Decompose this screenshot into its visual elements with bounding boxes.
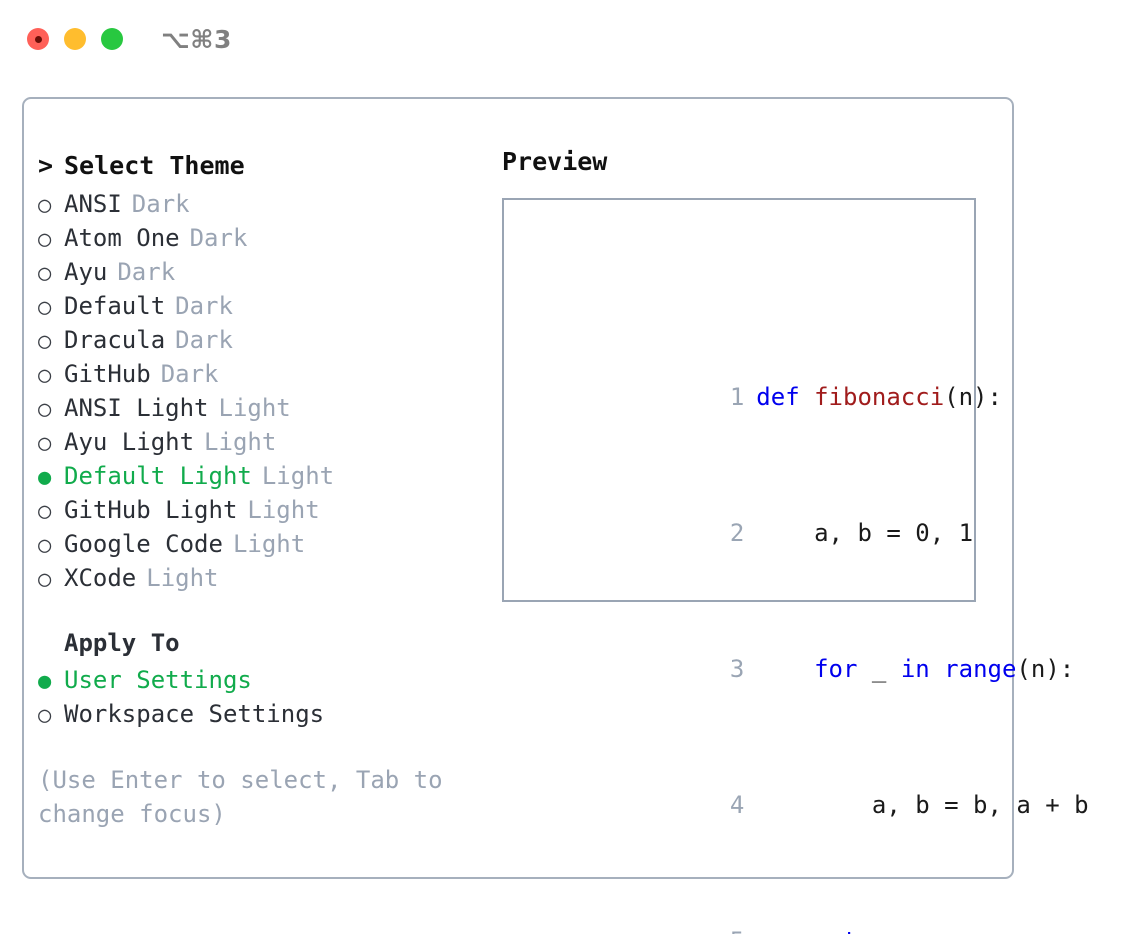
radio-icon[interactable]: ○ <box>38 431 52 456</box>
line-number: 5 <box>718 924 744 934</box>
theme-item-default-dark[interactable]: ○ Default Dark <box>38 291 488 325</box>
theme-name: Default <box>64 292 166 320</box>
code-token: range <box>944 655 1017 683</box>
code-token <box>756 655 814 683</box>
theme-name: Ayu <box>64 258 108 286</box>
panel-columns: > Select Theme ○ ANSI Dark ○ Atom One Da… <box>24 99 1089 934</box>
code-token <box>930 655 944 683</box>
radio-icon[interactable]: ○ <box>38 533 52 558</box>
apply-to-item-workspace-settings[interactable]: ○ Workspace Settings <box>38 699 488 733</box>
theme-tag: Light <box>146 564 219 592</box>
code-token <box>756 927 814 934</box>
code-token: (n): <box>1016 655 1075 683</box>
code-token: (n): <box>944 383 1002 411</box>
code-token: a, b = 0, 1 <box>756 519 974 547</box>
theme-tag: Dark <box>160 360 219 388</box>
radio-icon[interactable]: ○ <box>38 567 52 592</box>
close-window-icon[interactable] <box>27 28 49 50</box>
theme-name: Default Light <box>64 462 252 490</box>
code-line: 3 for _ in range(n): <box>516 618 1118 683</box>
line-number: 1 <box>729 383 745 411</box>
theme-name: XCode <box>64 564 137 592</box>
theme-item-ayu-light[interactable]: ○ Ayu Light Light <box>38 427 488 461</box>
theme-name: GitHub Light <box>64 496 238 524</box>
theme-tag: Light <box>218 394 291 422</box>
code-line: 4 a, b = b, a + b <box>516 754 1118 819</box>
code-token: for <box>814 655 858 683</box>
theme-name: Ayu Light <box>64 428 195 456</box>
keyboard-shortcut-label: ⌥⌘3 <box>161 24 232 54</box>
theme-item-atom-one-dark[interactable]: ○ Atom One Dark <box>38 223 488 257</box>
radio-icon[interactable]: ○ <box>38 227 52 252</box>
code-token: fibonacci <box>814 383 945 411</box>
radio-selected-icon[interactable]: ● <box>38 669 52 694</box>
theme-name: ANSI <box>64 190 122 218</box>
caret-icon: > <box>38 151 54 180</box>
minimize-window-icon[interactable] <box>64 28 86 50</box>
code-token: in <box>900 655 930 683</box>
theme-tag: Light <box>232 530 306 558</box>
preview-heading: Preview <box>502 147 608 176</box>
theme-tag: Light <box>247 496 320 524</box>
theme-tag: Dark <box>189 224 248 252</box>
theme-item-xcode[interactable]: ○ XCode Light <box>38 563 488 597</box>
code-token: a <box>901 927 929 934</box>
radio-icon[interactable]: ○ <box>38 499 52 524</box>
keyboard-hint-text: (Use Enter to select, Tab to change focu… <box>38 766 458 828</box>
apply-to-name: User Settings <box>64 666 252 694</box>
select-theme-heading-label: Select Theme <box>64 151 245 180</box>
theme-tag: Dark <box>131 190 190 218</box>
theme-tag: Dark <box>117 258 176 286</box>
select-theme-heading: > Select Theme <box>38 151 488 189</box>
code-token: return <box>814 927 901 934</box>
title-bar: ⌥⌘3 <box>0 0 1140 78</box>
maximize-window-icon[interactable] <box>101 28 123 50</box>
radio-icon[interactable]: ○ <box>38 261 52 286</box>
theme-name: Atom One <box>64 224 180 252</box>
theme-selector-column: > Select Theme ○ ANSI Dark ○ Atom One Da… <box>38 151 488 831</box>
theme-name: ANSI Light <box>64 394 209 422</box>
theme-tag: Dark <box>175 326 233 354</box>
theme-name: Google Code <box>64 530 223 558</box>
line-number: 2 <box>729 519 745 547</box>
theme-tag: Dark <box>175 292 233 320</box>
theme-item-google-code[interactable]: ○ Google Code Light <box>38 529 488 563</box>
apply-to-item-user-settings[interactable]: ● User Settings <box>38 665 488 699</box>
line-number: 3 <box>729 655 745 683</box>
theme-item-default-light[interactable]: ● Default Light Light <box>38 461 488 495</box>
code-token: _ <box>857 655 901 683</box>
theme-item-github-light[interactable]: ○ GitHub Light Light <box>38 495 488 529</box>
apply-to-heading: Apply To <box>64 629 180 657</box>
theme-item-github-dark[interactable]: ○ GitHub Dark <box>38 359 488 393</box>
code-line: 1 def fibonacci(n): <box>516 346 1118 411</box>
code-token: a, b = b, a + b <box>756 791 1089 819</box>
line-number: 4 <box>729 791 745 819</box>
dialog-panel: > Select Theme ○ ANSI Dark ○ Atom One Da… <box>22 97 1089 934</box>
list-spacer <box>38 597 488 629</box>
apply-to-name: Workspace Settings <box>64 700 325 728</box>
code-token: def <box>756 383 815 411</box>
theme-item-ansi-light[interactable]: ○ ANSI Light Light <box>38 393 488 427</box>
code-line: 2 a, b = 0, 1 <box>516 482 1118 547</box>
radio-icon[interactable]: ○ <box>38 363 52 388</box>
radio-icon[interactable]: ○ <box>38 295 52 320</box>
theme-item-ansi-dark[interactable]: ○ ANSI Dark <box>38 189 488 223</box>
radio-icon[interactable]: ○ <box>38 397 52 422</box>
theme-name: Dracula <box>64 326 166 354</box>
theme-name: GitHub <box>64 360 151 388</box>
theme-tag: Light <box>261 462 335 490</box>
radio-selected-icon[interactable]: ● <box>38 465 52 490</box>
code-line: 5 return a <box>516 890 1118 934</box>
radio-icon[interactable]: ○ <box>38 193 52 218</box>
theme-item-dracula-dark[interactable]: ○ Dracula Dark <box>38 325 488 359</box>
traffic-light-group <box>27 28 123 50</box>
theme-tag: Light <box>204 428 277 456</box>
theme-item-ayu-dark[interactable]: ○ Ayu Dark <box>38 257 488 291</box>
radio-icon[interactable]: ○ <box>38 703 52 728</box>
radio-icon[interactable]: ○ <box>38 329 52 354</box>
